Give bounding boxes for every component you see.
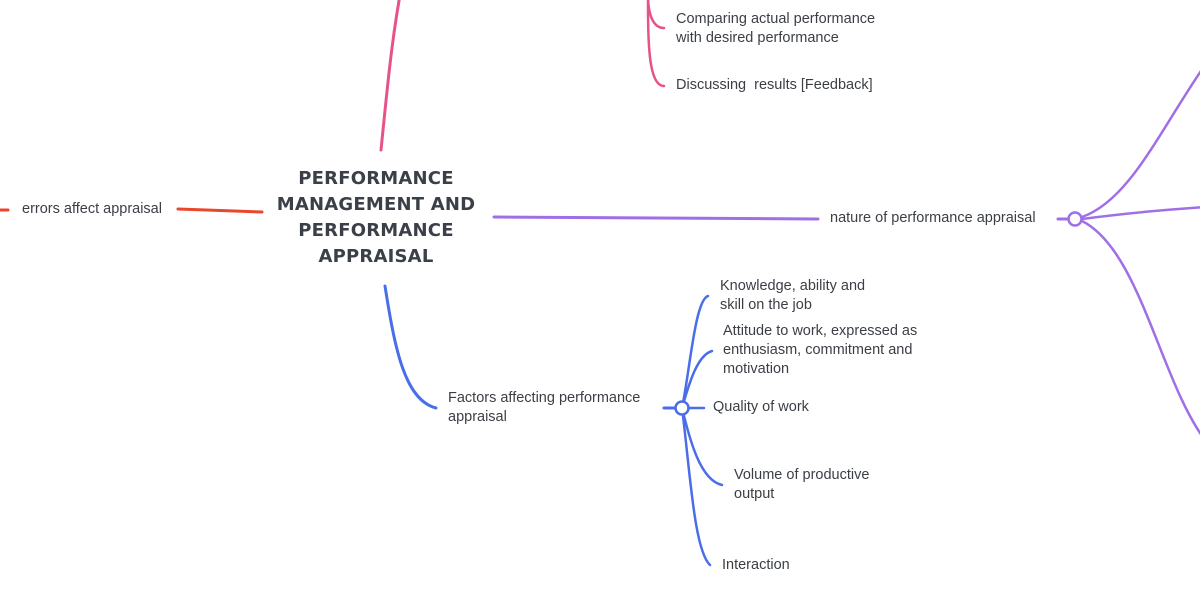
topic-volume-of-output[interactable]: Volume of productive output: [734, 467, 870, 502]
purple-branch-line: [492, 215, 820, 221]
purple-sub-line-down: [1080, 219, 1200, 435]
topic-quality-of-work[interactable]: Quality of work: [713, 399, 809, 415]
purple-collapse-handle[interactable]: [1067, 211, 1083, 227]
pink-sub-line-discussing: [646, 0, 666, 88]
topic-interaction[interactable]: Interaction: [722, 557, 790, 573]
purple-sub-line-right: [1080, 206, 1200, 221]
blue-sub-line-attitude: [680, 349, 714, 410]
topic-comparing-performance[interactable]: Comparing actual performance with desire…: [676, 11, 876, 46]
blue-collapse-handle[interactable]: [674, 400, 690, 416]
red-branch-line: [176, 207, 264, 214]
topic-errors-affect-appraisal[interactable]: errors affect appraisal: [22, 201, 162, 217]
purple-sub-line-up: [1080, 70, 1200, 219]
blue-sub-line-volume: [680, 406, 724, 487]
blue-sub-line-knowledge: [680, 294, 710, 410]
pink-branch-line: [379, 0, 401, 152]
topic-factors-affecting-appraisal[interactable]: Factors affecting performance appraisal: [448, 390, 641, 425]
pink-sub-line-comparing: [646, 0, 666, 30]
topic-discussing-results[interactable]: Discussing results [Feedback]: [676, 77, 873, 93]
blue-sub-line-interaction: [680, 406, 712, 567]
topic-attitude-to-work[interactable]: Attitude to work, expressed as enthusias…: [723, 323, 918, 377]
root-topic[interactable]: PERFORMANCE MANAGEMENT AND PERFORMANCE A…: [276, 168, 476, 267]
topic-knowledge-ability-skill[interactable]: Knowledge, ability and skill on the job: [720, 278, 866, 313]
topic-nature-of-appraisal[interactable]: nature of performance appraisal: [830, 210, 1036, 226]
blue-branch-line: [383, 284, 438, 410]
